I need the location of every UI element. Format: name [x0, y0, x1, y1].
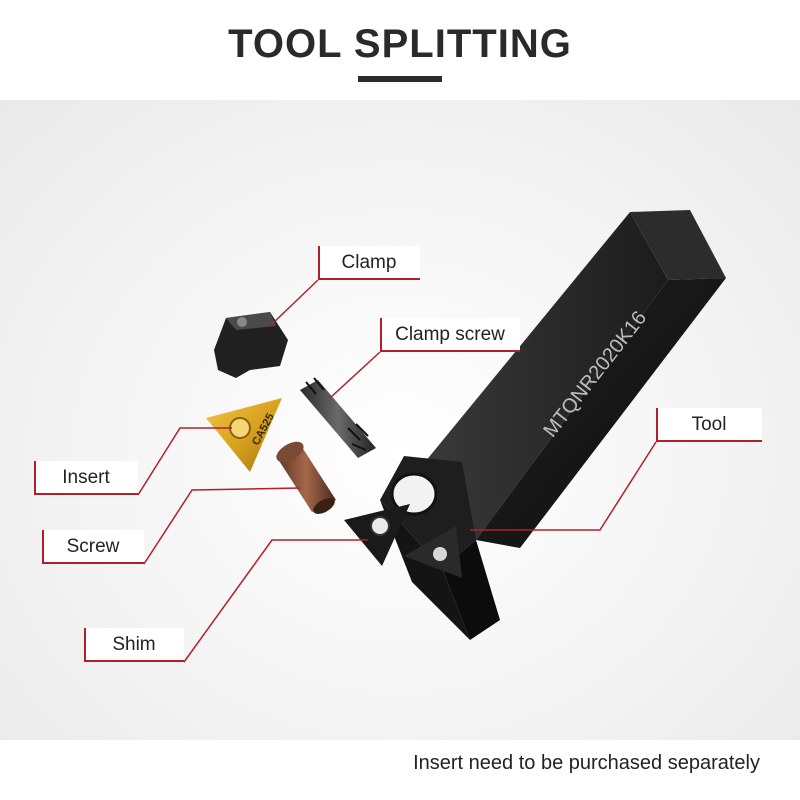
clamp-part [214, 312, 288, 378]
leader-lines [137, 279, 657, 663]
clamp-label: Clamp [318, 246, 420, 280]
screw-label: Screw [42, 530, 144, 564]
shim-label: Shim [84, 628, 184, 662]
tool-holder: MTQNR2020K16 [380, 210, 726, 640]
clamp-screw-label: Clamp screw [380, 318, 520, 352]
insert-seat [404, 526, 462, 578]
title-underline [358, 76, 442, 82]
shim-part [344, 504, 410, 566]
screw-part [276, 441, 336, 514]
tool-label: Tool [656, 408, 762, 442]
insert-part: CA525 [206, 398, 282, 472]
clamp-screw-part [300, 377, 376, 458]
page-title: TOOL SPLITTING [228, 22, 572, 66]
insert-label: Insert [34, 461, 138, 495]
footer-note: Insert need to be purchased separately [413, 752, 760, 774]
